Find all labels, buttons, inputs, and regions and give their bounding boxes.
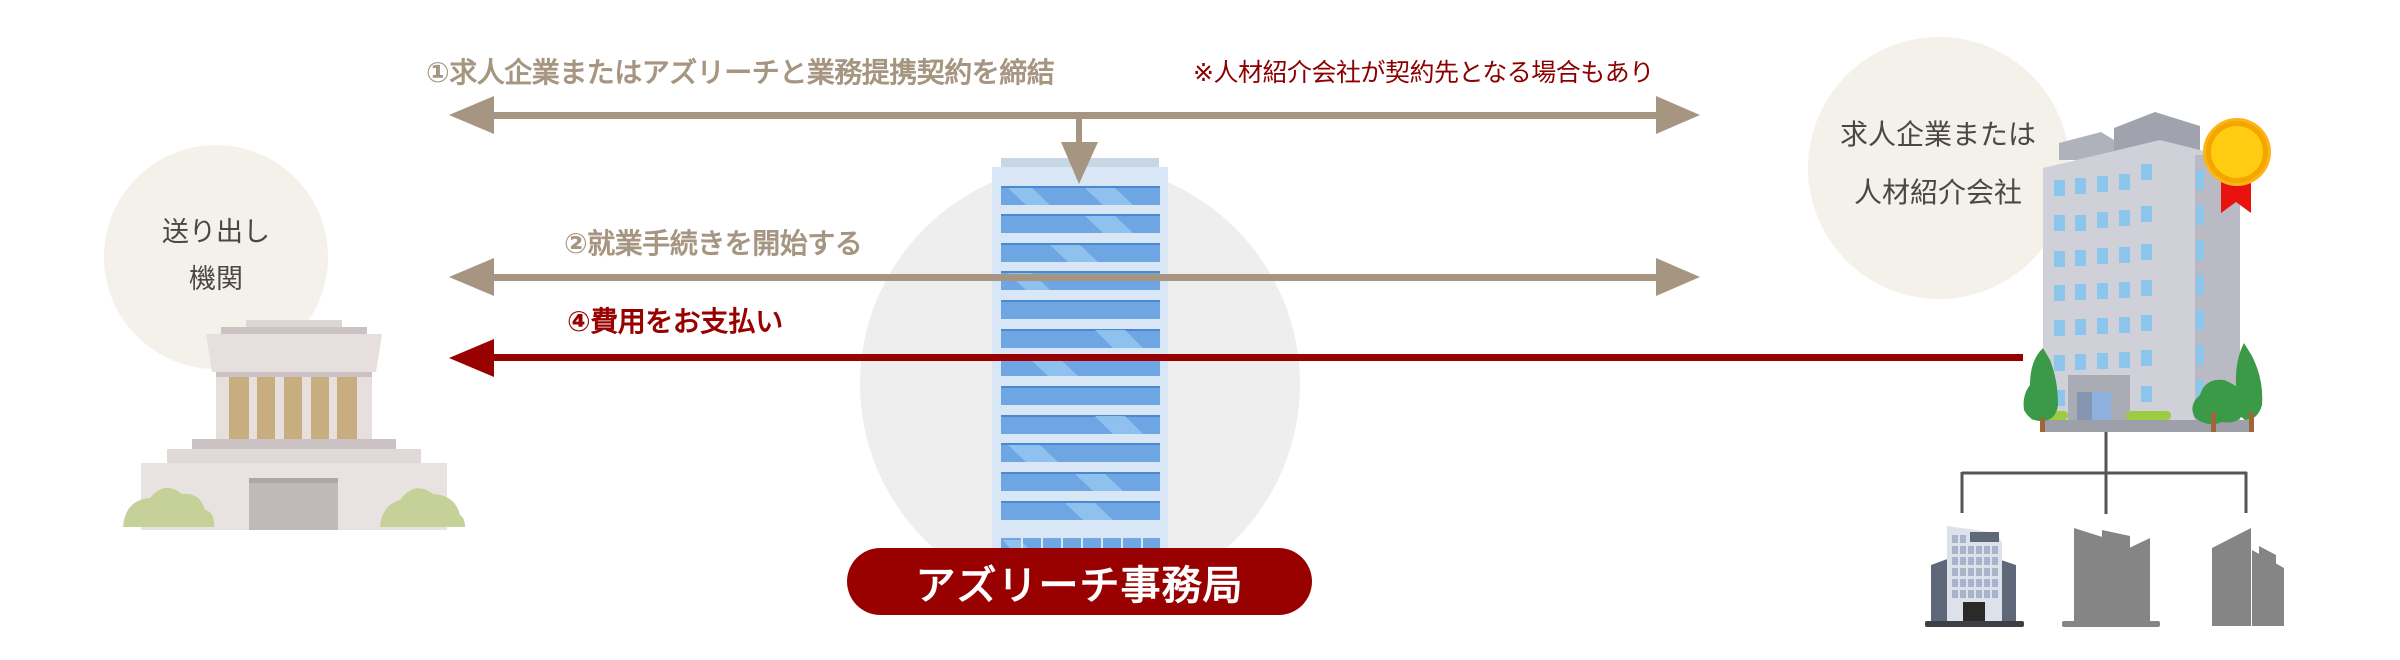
office-name-label: アズリーチ事務局 bbox=[915, 562, 1244, 609]
step2-label: ②就業手続きを開始する bbox=[564, 227, 863, 260]
sending-org-line2: 機関 bbox=[189, 264, 243, 295]
step1-note: ※人材紹介会社が契約先となる場合もあり bbox=[1193, 58, 1654, 87]
medal-icon bbox=[2203, 118, 2271, 213]
step1-label: ①求人企業またはアズリーチと業務提携契約を締結 bbox=[426, 56, 1055, 89]
employer-line1: 求人企業または bbox=[1839, 118, 2036, 151]
employer-label: 求人企業または 人材紹介会社 bbox=[1818, 121, 2058, 207]
government-building-icon bbox=[123, 320, 465, 530]
building-silhouette-icon bbox=[2062, 528, 2160, 627]
building-silhouette-icon bbox=[2212, 528, 2284, 626]
company-building-with-medal-icon bbox=[2023, 112, 2263, 432]
sending-org-line1: 送り出し bbox=[162, 217, 270, 248]
employer-circle bbox=[1808, 37, 2070, 299]
payment-arrow bbox=[449, 339, 2023, 377]
employer-line2: 人材紹介会社 bbox=[1853, 176, 2022, 209]
office-building-icon bbox=[1925, 526, 2024, 627]
contract-arrow bbox=[449, 96, 1700, 184]
procedure-arrow bbox=[449, 258, 1700, 296]
sending-org-label: 送り出し 機関 bbox=[116, 219, 316, 293]
step4-label: ④費用をお支払い bbox=[567, 305, 783, 338]
org-tree-connector bbox=[1960, 432, 2248, 514]
office-name-badge: アズリーチ事務局 bbox=[847, 548, 1312, 615]
